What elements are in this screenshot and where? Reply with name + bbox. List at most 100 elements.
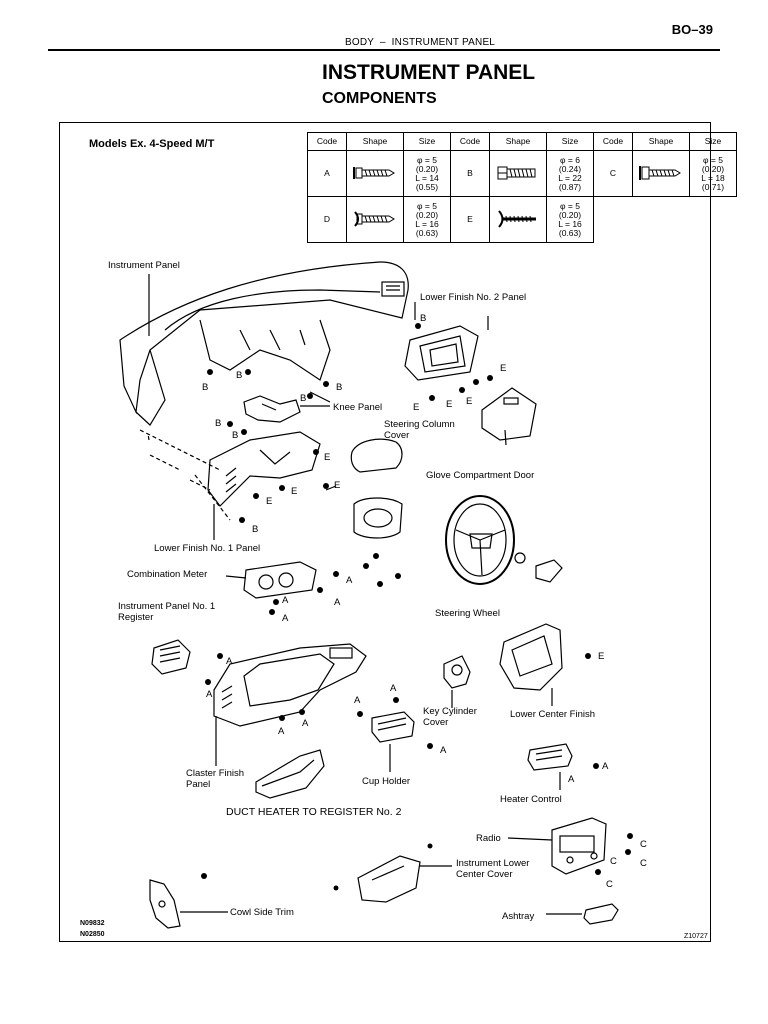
label-cluster-finish: Claster Finish Panel [186,768,245,790]
label-glove-door: Glove Compartment Door [426,470,535,481]
callout-a: A [354,695,361,706]
label-steering-column-cover: Steering Column Cover [384,419,455,441]
leader-line [507,837,553,841]
callout-e: E [500,363,507,374]
cluster-finish-drawing [213,643,367,727]
running-header: BODY – INSTRUMENT PANEL [345,37,495,48]
shape-cell [489,150,547,197]
callout-a: A [390,683,397,694]
steering-wheel-drawing [445,495,515,585]
heater-control-drawing [527,743,573,771]
screw-markers [201,323,633,891]
instrument-panel-drawing [119,261,409,426]
size-cell: φ = 5 (0.20) L = 14 (0.55) [403,150,451,197]
callout-e: E [466,396,473,407]
label-ashtray: Ashtray [502,911,535,922]
cowl-side-trim-drawing [149,879,181,929]
label-radio: Radio [476,833,501,844]
callout-c: C [640,858,647,869]
header-subsection: INSTRUMENT PANEL [391,37,496,48]
label-lower-finish-1: Lower Finish No. 1 Panel [154,543,261,554]
callout-e: E [446,399,453,410]
table-row: A φ = 5 (0.20) L = 14 (0.55) B φ = 6 (0.… [307,150,737,197]
leader-line [414,302,489,330]
callout-a: A [302,718,309,729]
header-rule [48,49,720,51]
leader-line [147,433,211,491]
lower-finish-2-drawing [404,325,479,381]
table-header-row: Code Shape Size Code Shape Size Code Sha… [307,132,737,151]
key-cylinder-drawing [443,655,471,689]
callout-b: B [202,382,209,393]
callout-e: E [413,402,420,413]
callout-b: B [252,524,259,535]
label-combination-meter: Combination Meter [127,569,208,580]
callout-a: A [226,656,233,667]
callout-e: E [291,486,298,497]
fastener-table: Code Shape Size Code Shape Size Code Sha… [307,132,737,243]
screw-shape-icon [498,209,536,228]
bolt-shape-icon [497,166,536,179]
label-register-1: Instrument Panel No. 1 Register [118,601,216,623]
callout-a: A [282,613,289,624]
callout-a: A [278,726,285,737]
size-cell: φ = 5 (0.20) L = 16 (0.63) [546,196,594,243]
label-lower-center-finish: Lower Center Finish [510,709,596,720]
label-instrument-panel: Instrument Panel [108,260,180,271]
callout-c: C [640,839,647,850]
leader-line [225,575,247,579]
callout-b: B [300,393,307,404]
label-cup-holder: Cup Holder [362,776,411,787]
header-section: BODY [345,37,374,48]
callout-b: B [232,430,239,441]
callout-b: B [215,418,222,429]
screw-shape-icon [354,210,395,227]
callout-a: A [440,745,447,756]
lower-center-finish-drawing [499,623,563,691]
callout-e: E [598,651,605,662]
size-cell: φ = 6 (0.24) L = 22 (0.87) [546,150,594,197]
table-row: D φ = 5 (0.20) L = 16 (0.63) E φ = 5 (0.… [307,196,737,243]
combination-meter-drawing [243,561,317,599]
callout-e: E [334,480,341,491]
page-number: BO–39 [671,22,713,37]
steering-column-cover-drawing [350,438,403,539]
figure-frame [59,122,711,942]
lower-center-cover-drawing [357,855,421,903]
cup-holder-drawing [371,711,415,743]
callout-a: A [568,774,575,785]
callout-b: B [420,313,427,324]
label-duct-heater: DUCT HEATER TO REGISTER No. 2 [226,806,402,818]
size-cell: φ = 5 (0.20) L = 18 (0.71) [689,150,737,197]
label-lower-finish-2: Lower Finish No. 2 Panel [420,292,527,303]
callout-a: A [346,575,353,586]
models-note: Models Ex. 4-Speed M/T [89,138,215,150]
reference-codes: N09832 N02850 [80,920,105,938]
label-key-cylinder-cover: Key Cylinder Cover [423,706,477,728]
register-1-drawing [151,639,191,675]
label-cowl-side-trim: Cowl Side Trim [230,907,294,918]
callout-e: E [324,452,331,463]
glove-door-drawing [481,387,537,441]
callout-a: A [282,595,289,606]
callout-b: B [336,382,343,393]
ashtray-drawing [583,903,619,925]
callout-a: A [206,689,213,700]
label-heater-control: Heater Control [500,794,562,805]
page-subtitle: COMPONENTS [322,90,437,107]
callout-e: E [266,496,273,507]
shape-cell [489,196,547,243]
knee-panel-drawing [243,395,301,423]
label-knee-panel: Knee Panel [333,402,383,413]
header-dash: – [379,37,386,48]
figure-id: Z10727 [684,933,708,940]
size-cell: φ = 5 (0.20) L = 16 (0.63) [403,196,451,243]
callout-a: A [602,761,609,772]
label-lower-center-cover: Instrument Lower Center Cover [456,858,530,880]
callout-a: A [334,597,341,608]
duct-heater-drawing [255,749,325,799]
screw-shape-icon [639,165,681,180]
radio-drawing [551,817,607,875]
code-cell: E [450,196,490,243]
